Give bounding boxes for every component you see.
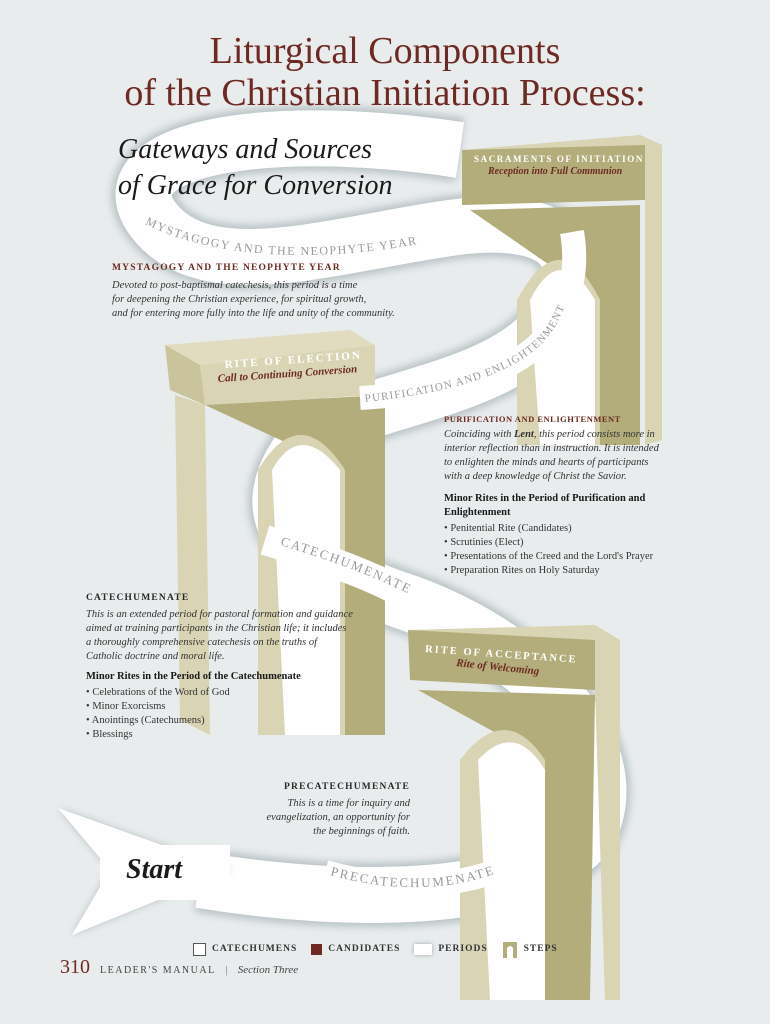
text-line: the beginnings of faith. [313,826,410,837]
list-item: Preparation Rites on Holy Saturday [444,564,666,578]
legend: CATECHUMENS CANDIDATES PERIODS STEPS [193,940,558,958]
text-line: Devoted to post-baptismal catechesis, th… [112,280,358,291]
subtitle-line-2: of Grace for Conversion [118,170,393,201]
legend-item-catechumens: CATECHUMENS [193,942,297,956]
section-precatechumenate: PRECATECHUMENATE This is a time for inqu… [230,782,411,839]
list-item: Presentations of the Creed and the Lord'… [444,550,666,564]
white-ribbon-icon [414,943,433,955]
subtitle-line-1: Gateways and Sources [118,134,373,165]
section-purification: PURIFICATION AND ENLIGHTENMENT Coincidin… [444,414,666,578]
text-line: evangelization, an opportunity for [266,812,411,823]
list-item: Anointings (Catechumens) [86,714,354,728]
ribbon-front-purification [359,230,587,410]
list-item: Minor Exorcisms [86,700,354,714]
legend-item-candidates: CANDIDATES [311,943,400,955]
minor-rites-heading: Minor Rites in the Period of Purificatio… [444,493,646,518]
page-number: 310 [60,956,90,978]
svg-text:SACRAMENTS OF INITIATION: SACRAMENTS OF INITIATION [474,154,644,164]
text-line: for deepening the Christian experience, … [112,294,367,305]
list-item: Celebrations of the Word of God [86,686,354,700]
list-item: Penitential Rite (Candidates) [444,522,666,536]
arch-icon [502,942,517,958]
section-catechumenate: CATECHUMENATE This is an extended period… [86,593,354,742]
start-label: Start [126,854,183,885]
section-heading: PRECATECHUMENATE [284,782,410,792]
text-line: This is a time for inquiry and [287,798,410,809]
section-label: Section Three [237,964,299,976]
legend-item-steps: STEPS [502,940,558,958]
arch-sacraments: SACRAMENTS OF INITIATION Reception into … [462,135,662,445]
minor-rites-list: Celebrations of the Word of God Minor Ex… [86,686,354,742]
list-item: Blessings [86,728,354,742]
svg-text:Reception into Full Communion: Reception into Full Communion [487,166,623,177]
minor-rites-heading: Minor Rites in the Period of the Catechu… [86,671,301,682]
section-heading: MYSTAGOGY AND THE NEOPHYTE YEAR [112,263,341,273]
legend-item-periods: PERIODS [414,943,487,955]
filled-square-icon [311,943,323,955]
list-item: Scrutinies (Elect) [444,536,666,550]
separator: | [225,965,228,976]
section-text: This is an extended period for pastoral … [86,609,353,662]
section-heading: CATECHUMENATE [86,593,190,603]
section-text: Coinciding with Lent, this period consis… [444,429,659,482]
text-line: and for entering more fully into the lif… [112,308,395,319]
page-footer: 310 LEADER'S MANUAL | Section Three [60,956,298,979]
minor-rites-list: Penitential Rite (Candidates) Scrutinies… [444,522,666,578]
page-title: Liturgical Components of the Christian I… [0,30,770,114]
outline-square-icon [193,942,206,956]
title-line-1: Liturgical Components [209,30,561,72]
section-mystagogy: MYSTAGOGY AND THE NEOPHYTE YEAR Devoted … [112,263,412,321]
manual-label: LEADER'S MANUAL [100,965,216,976]
ribbon-front-precatechumenate [321,847,531,897]
section-heading: PURIFICATION AND ENLIGHTENMENT [444,414,621,424]
page-subtitle: Gateways and Sources of Grace for Conver… [118,132,393,204]
title-line-2: of the Christian Initiation Process: [124,72,646,114]
ribbon-front-catechumenate [260,525,438,621]
